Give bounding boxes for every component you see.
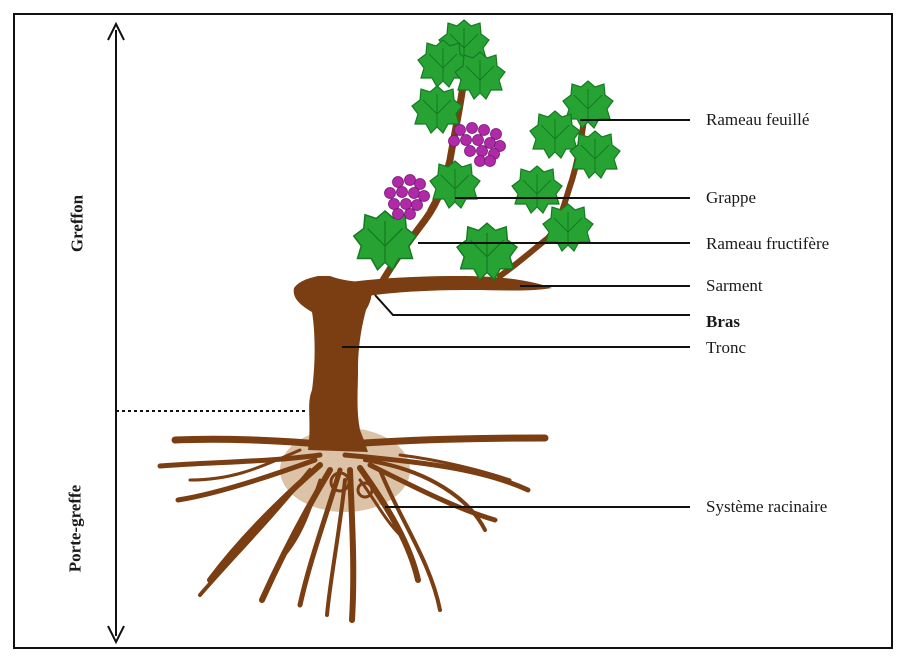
label-tronc: Tronc — [706, 339, 746, 356]
label-systeme-racinaire: Système racinaire — [706, 498, 827, 515]
height-arrow — [108, 24, 124, 642]
label-sarment: Sarment — [706, 277, 763, 294]
label-rameau-feuille: Rameau feuillé — [706, 111, 809, 128]
label-grappe: Grappe — [706, 189, 756, 206]
label-bras: Bras — [706, 313, 740, 330]
label-porte-greffe: Porte-greffe — [67, 469, 84, 589]
label-rameau-fructifere: Rameau fructifère — [706, 235, 829, 252]
label-greffon: Greffon — [69, 184, 86, 264]
trunk — [294, 276, 372, 452]
